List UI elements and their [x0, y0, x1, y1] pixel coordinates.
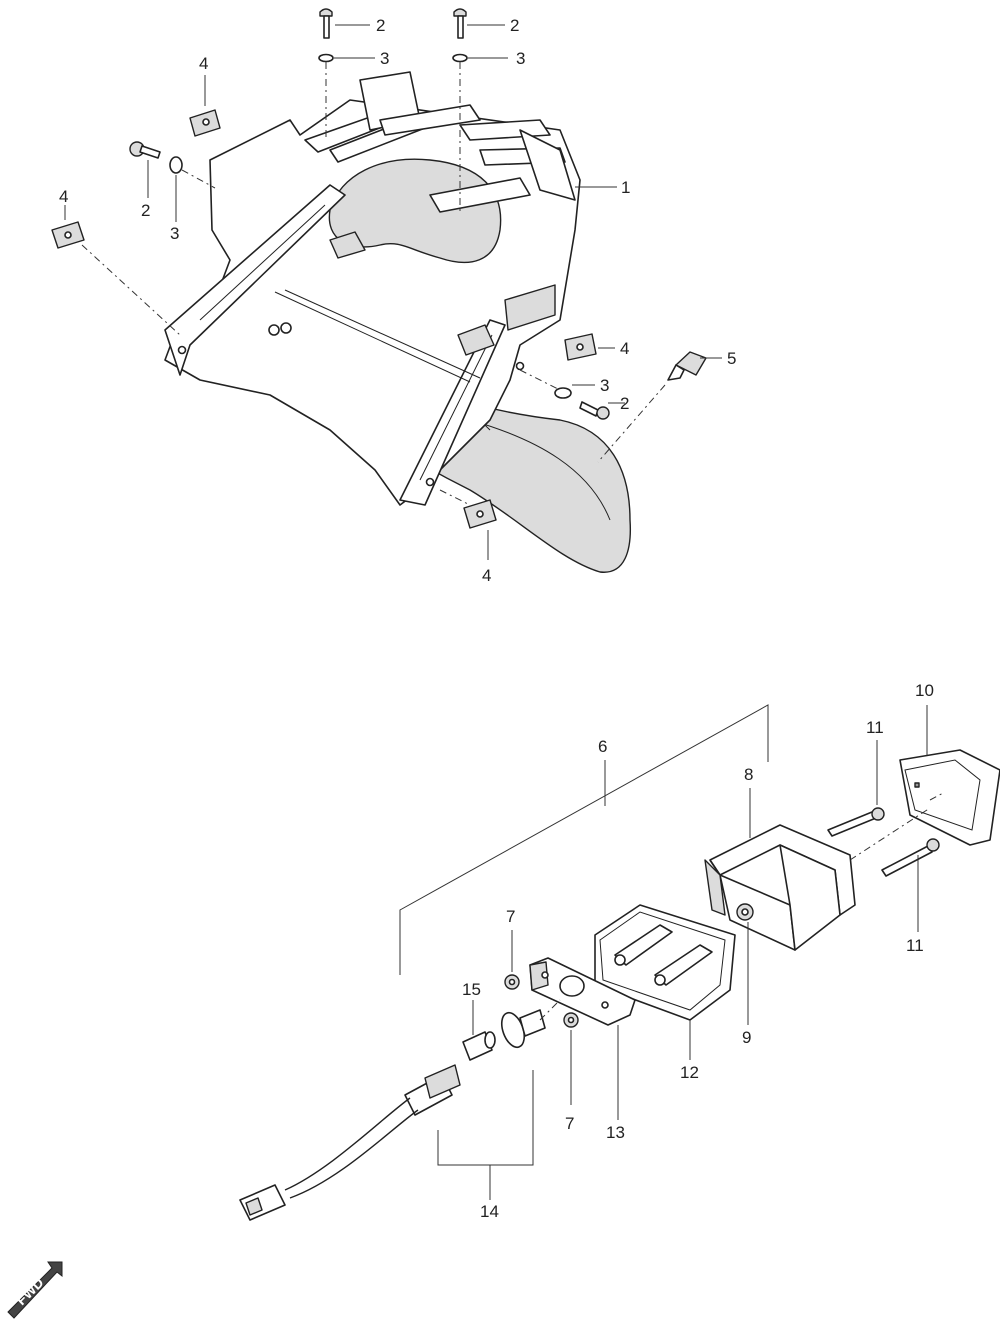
washer-part-3-top-right	[452, 53, 468, 63]
rear-fender-part-1	[164, 71, 632, 573]
nut-part-9	[736, 903, 754, 921]
label-part-3-top-left: 3	[380, 49, 389, 68]
screw-part-2-top-left	[319, 8, 333, 39]
nut-part-7-lower	[563, 1012, 579, 1028]
screw-part-2-right	[579, 401, 610, 420]
label-part-7-lower: 7	[565, 1114, 574, 1133]
reflector-part-10	[899, 749, 1000, 846]
label-part-10: 10	[915, 681, 934, 700]
label-part-13: 13	[606, 1123, 625, 1142]
label-part-3-top-right: 3	[516, 49, 525, 68]
bolt-part-11-upper	[827, 807, 885, 837]
clip-nut-part-4-top	[189, 109, 221, 137]
washer-part-3-right	[554, 387, 572, 399]
bolt-part-11-lower	[881, 838, 940, 877]
screw-part-2-left	[129, 141, 161, 159]
screw-part-2-top-right	[453, 8, 467, 39]
bulb-socket	[500, 999, 561, 1049]
bulb-part-15	[462, 1031, 496, 1061]
gasket-part-13	[529, 957, 636, 1026]
nut-part-7-upper	[504, 974, 520, 990]
label-part-4-right: 4	[620, 339, 629, 358]
label-part-12: 12	[680, 1063, 699, 1082]
label-part-8: 8	[744, 765, 753, 784]
label-part-15: 15	[462, 980, 481, 999]
label-part-11-lower: 11	[906, 936, 924, 955]
label-part-1: 1	[621, 178, 630, 197]
rubber-damper-part-5	[667, 351, 707, 381]
label-part-7-upper: 7	[506, 907, 515, 926]
washer-part-3-left	[169, 156, 183, 174]
wire-harness-part-14	[239, 1064, 461, 1221]
label-part-4-bottom: 4	[482, 566, 491, 585]
label-part-5: 5	[727, 349, 736, 368]
label-part-2-right: 2	[620, 394, 629, 413]
forward-arrow-icon	[7, 1261, 63, 1319]
label-part-2-top-left: 2	[376, 16, 385, 35]
label-part-6: 6	[598, 737, 607, 756]
label-part-4-top: 4	[199, 54, 208, 73]
label-part-2-top-right: 2	[510, 16, 519, 35]
label-part-3-left: 3	[170, 224, 179, 243]
washer-part-3-top-left	[318, 53, 334, 63]
label-part-11-upper: 11	[866, 718, 884, 737]
label-part-3-right: 3	[600, 376, 609, 395]
label-part-14: 14	[480, 1202, 499, 1221]
clip-nut-part-4-left	[51, 221, 85, 249]
label-part-2-left: 2	[141, 201, 150, 220]
label-part-4-left: 4	[59, 187, 68, 206]
cover-bracket-part-8	[704, 824, 856, 951]
label-part-9: 9	[742, 1028, 751, 1047]
clip-nut-part-4-bottom	[463, 499, 497, 529]
clip-nut-part-4-right	[564, 333, 597, 361]
